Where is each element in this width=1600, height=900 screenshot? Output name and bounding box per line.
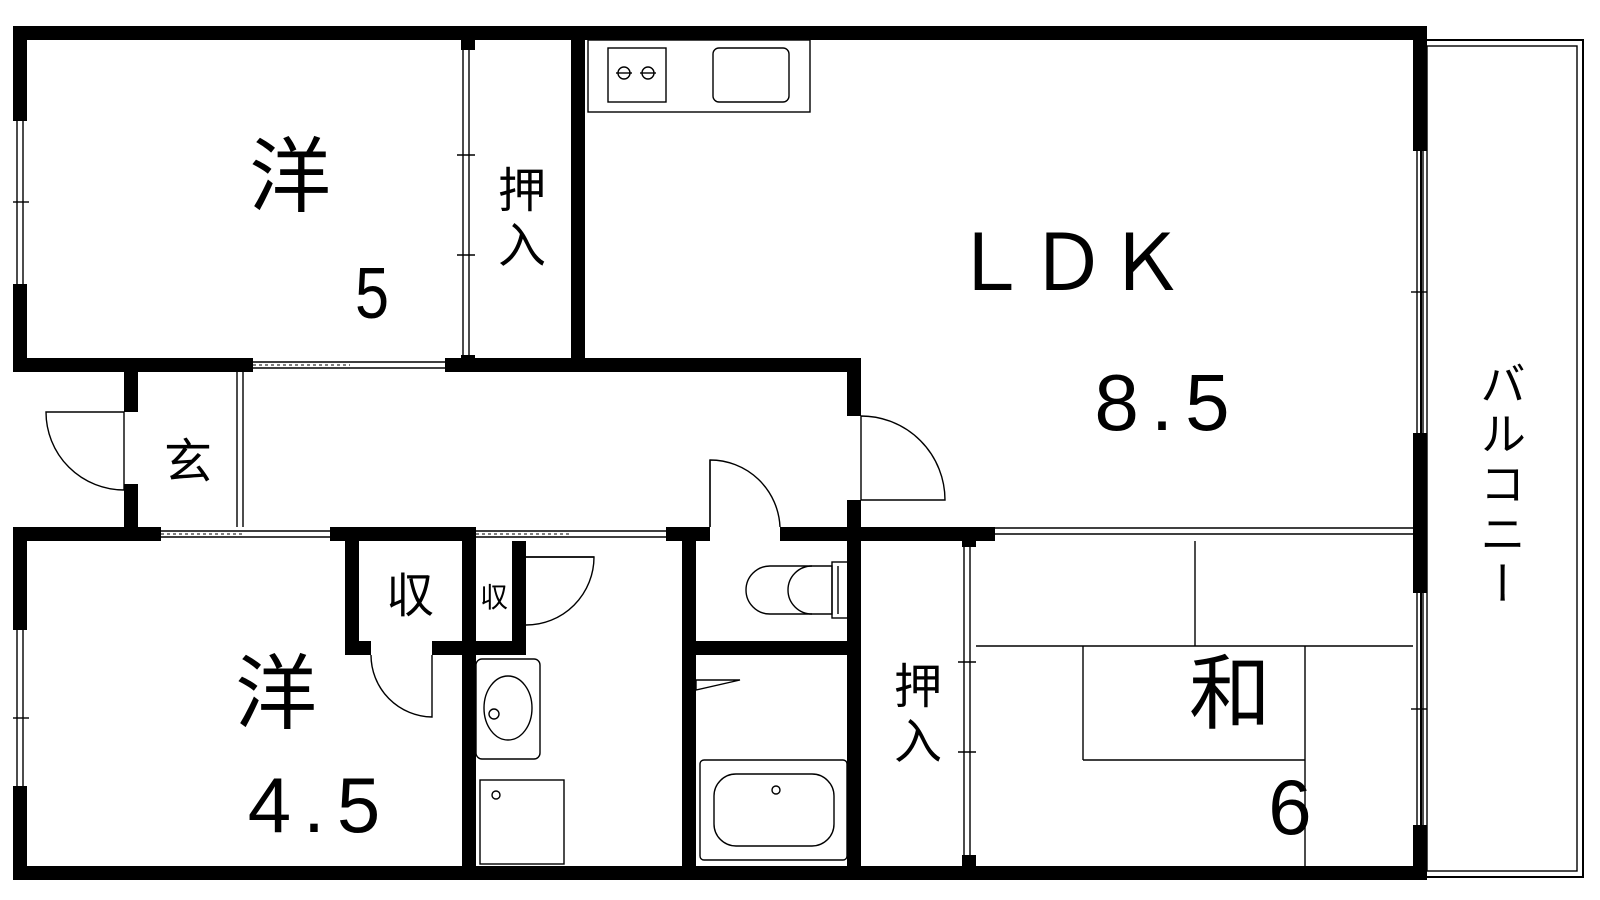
room-labels: 洋 5 押 入 ＬＤＫ 8.5 バルコニー 玄 収 収 洋 4.5 押 入 和 …	[164, 130, 1527, 851]
toilet-fixture	[745, 561, 851, 619]
walls	[13, 26, 1427, 880]
japanese-size: 6	[1268, 763, 1311, 851]
ldk-size: 8.5	[1094, 358, 1241, 447]
storage-b-label: 収	[480, 581, 508, 614]
storage-a-label: 収	[386, 568, 434, 624]
door-swings	[45, 411, 946, 718]
western-lower-size: 4.5	[248, 761, 392, 849]
western-upper-size: 5	[355, 254, 389, 334]
bathtub-fixture	[695, 679, 848, 861]
closet-upper-label-bottom: 入	[498, 218, 546, 274]
ldk-label: ＬＤＫ	[951, 219, 1185, 309]
western-lower-label: 洋	[235, 647, 317, 742]
balcony-label: バルコニー	[1473, 360, 1527, 610]
kitchen-counter	[587, 39, 811, 113]
thin-lines	[13, 50, 1427, 866]
entrance-label: 玄	[164, 434, 212, 490]
closet-lower-label-top: 押	[894, 659, 942, 715]
closet-lower-label-bottom: 入	[894, 714, 942, 770]
japanese-label: 和	[1189, 647, 1271, 742]
closet-upper-label-top: 押	[498, 163, 546, 219]
washbasin-fixture	[475, 658, 565, 865]
western-upper-label: 洋	[249, 130, 331, 225]
